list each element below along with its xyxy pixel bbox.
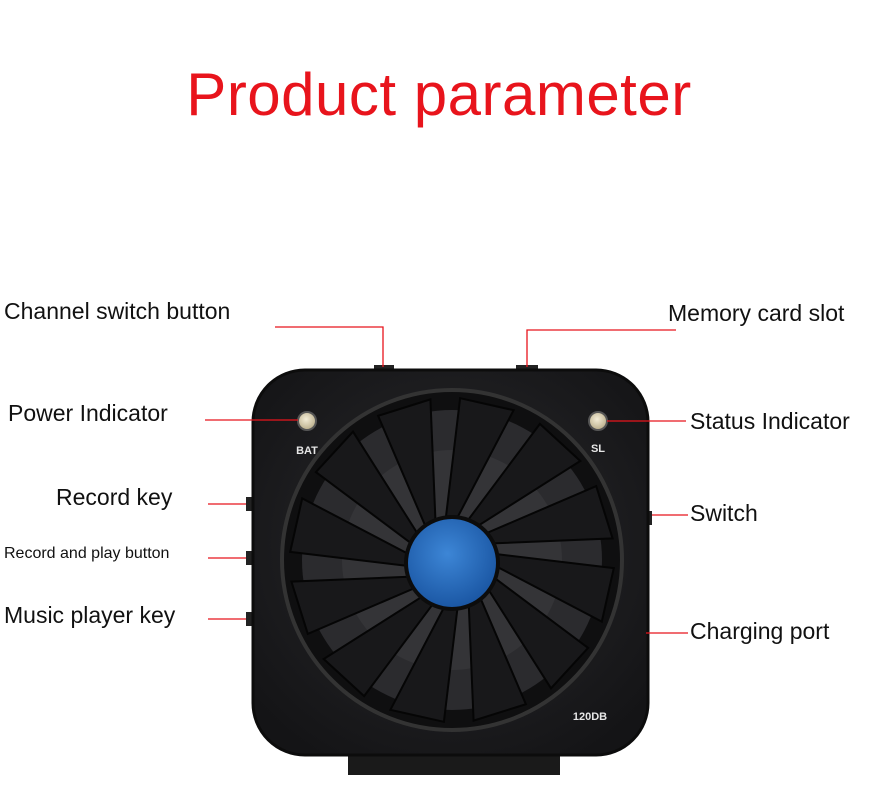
leader-channel-switch [275,326,384,367]
record-key-button [246,497,254,511]
music-player-key-button [246,612,254,626]
label-charging-port: Charging port [690,618,830,644]
speaker-fan-blades [288,396,616,724]
page-title: Product parameter [186,61,692,128]
record-play-button [246,551,254,565]
bat-marking: BAT [296,445,318,457]
db-marking: 120DB [573,711,607,723]
sl-marking: SL [591,443,605,455]
label-channel-switch-button: Channel switch button [4,298,231,324]
leader-memory-card [526,329,676,367]
center-cap [404,515,500,611]
leader-lines [205,326,688,634]
label-power-indicator: Power Indicator [8,400,168,426]
label-switch: Switch [690,500,758,526]
label-record-key: Record key [56,484,173,510]
status-indicator-led [588,411,608,431]
power-indicator-led [297,411,317,431]
label-memory-card-slot: Memory card slot [668,300,845,326]
label-music-player-key: Music player key [4,602,176,628]
label-status-indicator: Status Indicator [690,408,850,434]
label-record-and-play-button: Record and play button [4,545,170,562]
